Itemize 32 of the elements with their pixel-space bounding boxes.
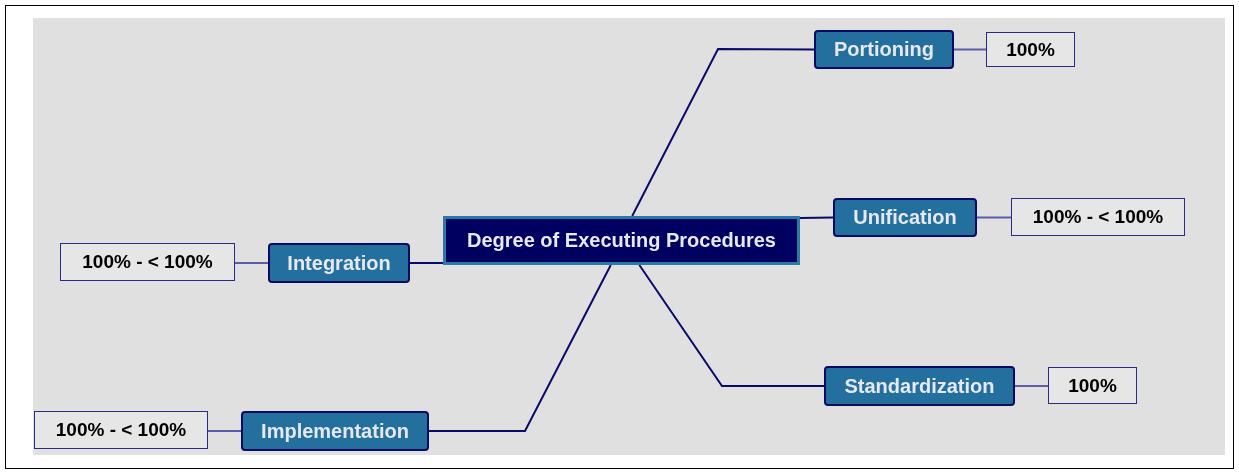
connector-line <box>234 262 269 264</box>
node-label: 100% - < 100% <box>55 419 187 441</box>
value-box <box>986 32 1075 67</box>
node-label: 100% - < 100% <box>1032 206 1164 228</box>
node-label: Standardization <box>844 374 995 398</box>
connector-line <box>409 262 444 265</box>
connector-line <box>631 48 815 217</box>
value-box <box>1011 198 1185 236</box>
node-label: Implementation <box>261 419 409 443</box>
node-label: Degree of Executing Procedures <box>467 229 776 252</box>
connector-line <box>976 216 1012 219</box>
node-label: Unification <box>853 206 957 229</box>
connector-line <box>207 430 242 432</box>
node-label: 100% <box>1068 374 1117 397</box>
topic-box <box>268 243 410 283</box>
value-box <box>1048 367 1137 404</box>
value-box <box>60 243 235 281</box>
connector-line <box>638 264 825 387</box>
connector-line <box>1014 385 1049 387</box>
topic-box <box>824 366 1015 406</box>
connector-line <box>428 264 612 432</box>
node-label: 100% <box>1006 38 1055 61</box>
node-label: Portioning <box>834 38 934 61</box>
node-label: 100% - < 100% <box>82 251 213 273</box>
topic-box <box>833 198 977 237</box>
node-label: Integration <box>287 251 391 275</box>
topic-box <box>241 411 429 451</box>
value-box <box>34 411 208 449</box>
topic-box <box>814 30 954 69</box>
connector-line <box>799 216 834 219</box>
connector-line <box>953 48 987 51</box>
central-topic-box <box>443 216 800 265</box>
